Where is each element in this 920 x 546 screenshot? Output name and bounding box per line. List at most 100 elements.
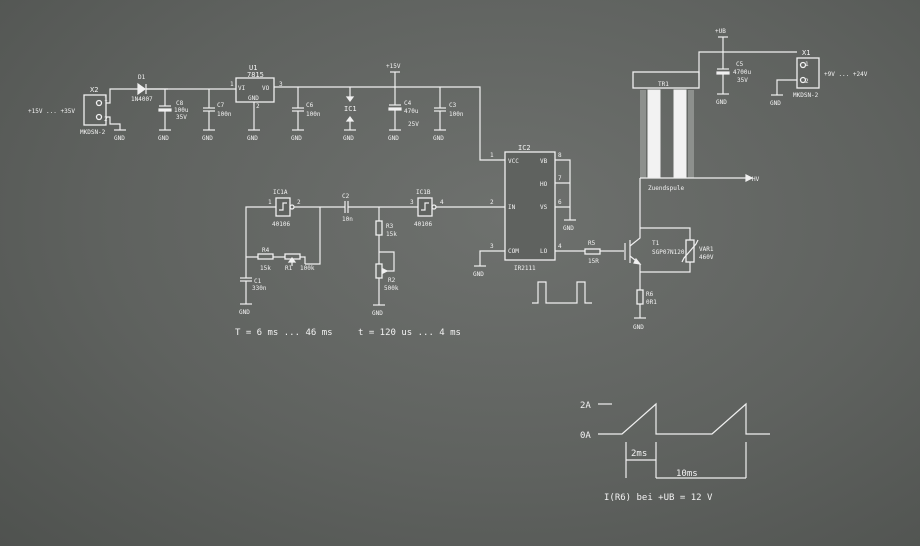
svg-text:7: 7 — [558, 175, 562, 182]
wire-t1-var1-bottom — [640, 262, 691, 273]
svg-text:C1: C1 — [254, 278, 262, 285]
svg-text:10n: 10n — [342, 216, 353, 223]
svg-text:35V: 35V — [176, 114, 187, 121]
svg-text:GND: GND — [433, 135, 444, 142]
svg-text:GND: GND — [158, 135, 169, 142]
schmitt-inverter-ic1b: IC1B 40106 3 4 — [410, 189, 444, 228]
svg-text:GND: GND — [247, 135, 258, 142]
svg-text:15k: 15k — [386, 231, 397, 238]
svg-text:2: 2 — [805, 78, 809, 85]
svg-text:100n: 100n — [306, 111, 321, 118]
driver-ic2: IC2 VCC IN COM VB HO VS LO IR2111 1 2 3 … — [490, 144, 562, 272]
varistor-var1: VAR1 460V — [681, 239, 714, 263]
capacitor-c7: C7 100n GND — [202, 89, 232, 142]
svg-text:GND: GND — [343, 135, 354, 142]
connector-x2: X2 1 2 MKDSN-2 +15V ... +35V — [28, 86, 108, 136]
wire-ub-rail — [698, 51, 797, 80]
d1-ref: D1 — [138, 74, 146, 81]
svg-text:3: 3 — [279, 81, 283, 88]
resistor-r5: R5 15R — [584, 240, 601, 265]
x2-ref: X2 — [90, 86, 98, 94]
waveform-level-low: 0A — [580, 431, 591, 441]
svg-text:3: 3 — [490, 243, 494, 250]
svg-text:0R1: 0R1 — [646, 299, 657, 306]
svg-text:C7: C7 — [217, 102, 225, 109]
svg-text:VAR1: VAR1 — [699, 246, 714, 253]
pulse-sketch — [532, 281, 592, 304]
waveform-pulse-width: 2ms — [631, 449, 647, 459]
label-15v: +15V — [386, 63, 401, 87]
svg-text:C3: C3 — [449, 102, 457, 109]
svg-text:GND: GND — [473, 271, 484, 278]
svg-text:C8: C8 — [176, 100, 184, 107]
svg-text:470u: 470u — [404, 108, 419, 115]
svg-text:8: 8 — [558, 152, 562, 159]
svg-text:VCC: VCC — [508, 158, 519, 165]
svg-text:+UB: +UB — [715, 28, 726, 35]
svg-text:4: 4 — [558, 243, 562, 250]
svg-text:GND: GND — [633, 324, 644, 331]
svg-text:100n: 100n — [217, 111, 232, 118]
potentiometer-r1: R1 100k — [284, 253, 315, 272]
waveform-period: 10ms — [676, 469, 698, 479]
svg-text:GND: GND — [388, 135, 399, 142]
svg-text:C6: C6 — [306, 102, 314, 109]
svg-text:100k: 100k — [300, 265, 315, 272]
x2-type: MKDSN-2 — [80, 129, 106, 136]
svg-text:R5: R5 — [588, 240, 596, 247]
pulse-note: t = 120 us ... 4 ms — [358, 328, 461, 338]
svg-text:40106: 40106 — [272, 221, 290, 228]
x2-pin2: 2 — [104, 116, 108, 123]
wire-r1-feedback — [305, 207, 321, 265]
svg-text:GND: GND — [114, 135, 125, 142]
wire-ic1a-input — [245, 206, 276, 278]
svg-text:GND: GND — [716, 99, 727, 106]
period-note: T = 6 ms ... 46 ms — [235, 328, 333, 338]
wire-x2-d1 — [106, 88, 126, 104]
svg-text:R3: R3 — [386, 223, 394, 230]
svg-text:GND: GND — [248, 95, 259, 102]
svg-text:100u: 100u — [174, 107, 189, 114]
svg-text:1: 1 — [268, 199, 272, 206]
svg-text:330n: 330n — [252, 285, 267, 292]
svg-text:R4: R4 — [262, 247, 270, 254]
svg-text:R2: R2 — [388, 277, 396, 284]
svg-text:VB: VB — [540, 158, 548, 165]
svg-text:GND: GND — [239, 309, 250, 316]
x2-pin1: 1 — [104, 96, 108, 103]
capacitor-c1: C1 330n GND — [239, 277, 267, 316]
ignition-coil-tr1: TR1 Zuendspule — [632, 71, 700, 192]
svg-text:GND: GND — [563, 225, 574, 232]
svg-text:2: 2 — [256, 103, 260, 110]
wire-x2-gnd — [106, 116, 121, 130]
svg-text:2: 2 — [297, 199, 301, 206]
capacitor-c6: C6 100n GND — [291, 87, 321, 142]
svg-text:TR1: TR1 — [658, 81, 669, 88]
regulator-u1: U1 7815 VI VO GND 1 2 3 GND — [230, 64, 283, 142]
svg-text:T1: T1 — [652, 240, 660, 247]
capacitor-c2: C2 10n — [342, 193, 353, 223]
resistor-r3: R3 15k — [375, 207, 397, 258]
capacitor-c4: C4 470u 25V GND — [388, 87, 419, 142]
svg-text:R1: R1 — [285, 265, 293, 272]
label-ub: +UB — [715, 28, 728, 52]
svg-text:4700u: 4700u — [733, 69, 751, 76]
svg-text:+15V: +15V — [386, 63, 401, 70]
svg-text:GND: GND — [372, 310, 383, 317]
svg-text:15R: 15R — [588, 258, 599, 265]
wire-ic2-high-side — [555, 159, 571, 220]
svg-text:6: 6 — [558, 199, 562, 206]
svg-text:IR2111: IR2111 — [514, 265, 536, 272]
wire-15v-rail — [274, 86, 505, 161]
svg-text:100n: 100n — [449, 111, 464, 118]
svg-text:C5: C5 — [736, 61, 744, 68]
svg-text:COM: COM — [508, 248, 519, 255]
resistor-r6: R6 0R1 GND — [633, 289, 657, 331]
schmitt-inverter-ic1a: IC1A 40106 1 2 — [268, 189, 301, 228]
x2-voltage: +15V ... +35V — [28, 108, 75, 115]
waveform-level-high: 2A — [580, 401, 591, 411]
svg-text:R6: R6 — [646, 291, 654, 298]
potentiometer-r2: R2 500k GND — [372, 251, 399, 317]
svg-text:VS: VS — [540, 204, 548, 211]
